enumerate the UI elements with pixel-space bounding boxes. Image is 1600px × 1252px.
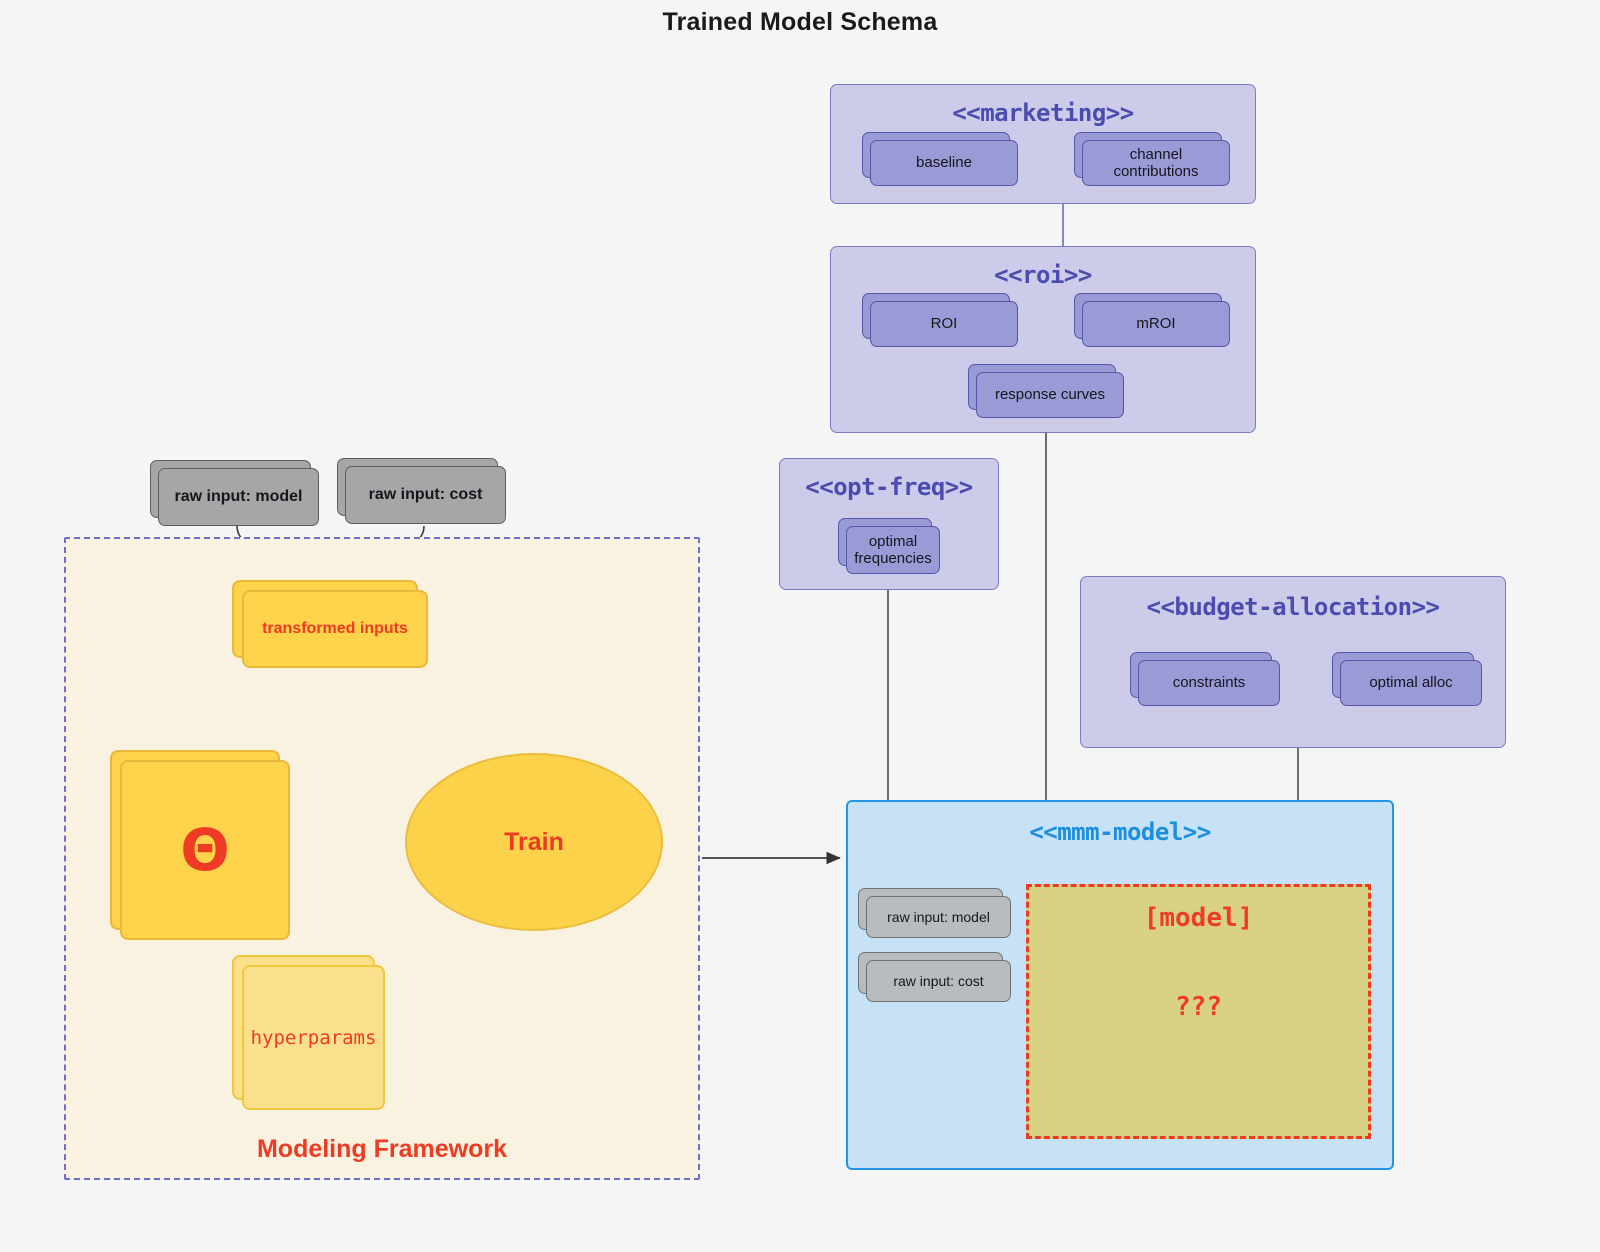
card-mmm-raw-input-cost[interactable]: raw input: cost bbox=[858, 952, 1011, 1002]
card-response-curves-label: response curves bbox=[976, 372, 1124, 418]
package-roi-title: <<roi>> bbox=[994, 261, 1092, 289]
card-optimal-frequencies[interactable]: optimal frequencies bbox=[838, 518, 940, 574]
package-marketing-title: <<marketing>> bbox=[952, 99, 1134, 127]
card-channel-contributions[interactable]: channel contributions bbox=[1074, 132, 1230, 186]
card-optimal-alloc[interactable]: optimal alloc bbox=[1332, 652, 1482, 706]
card-mmm-raw-input-cost-label: raw input: cost bbox=[866, 960, 1011, 1002]
card-hyperparams[interactable]: hyperparams bbox=[232, 955, 385, 1110]
card-baseline[interactable]: baseline bbox=[862, 132, 1018, 186]
card-transformed-inputs-label: transformed inputs bbox=[242, 590, 428, 668]
model-placeholder-title: [model] bbox=[1143, 903, 1254, 933]
package-mmm-model-title: <<mmm-model>> bbox=[1029, 818, 1211, 846]
card-transformed-inputs[interactable]: transformed inputs bbox=[232, 580, 428, 668]
card-raw-input-model-label: raw input: model bbox=[158, 468, 319, 526]
card-mmm-raw-input-model-label: raw input: model bbox=[866, 896, 1011, 938]
card-baseline-label: baseline bbox=[870, 140, 1018, 186]
card-channel-contributions-label: channel contributions bbox=[1082, 140, 1230, 186]
modeling-framework-label: Modeling Framework bbox=[256, 1135, 508, 1163]
card-raw-input-model[interactable]: raw input: model bbox=[150, 460, 319, 526]
card-hyperparams-label: hyperparams bbox=[242, 965, 385, 1110]
card-mmm-raw-input-model[interactable]: raw input: model bbox=[858, 888, 1011, 938]
card-theta[interactable]: Θ bbox=[110, 750, 290, 940]
model-placeholder-box[interactable]: [model] ??? bbox=[1026, 884, 1371, 1139]
card-mroi[interactable]: mROI bbox=[1074, 293, 1230, 347]
page-title: Trained Model Schema bbox=[662, 8, 938, 36]
model-placeholder-body: ??? bbox=[1175, 992, 1222, 1022]
card-response-curves[interactable]: response curves bbox=[968, 364, 1124, 418]
card-mroi-label: mROI bbox=[1082, 301, 1230, 347]
card-roi-label: ROI bbox=[870, 301, 1018, 347]
card-optimal-alloc-label: optimal alloc bbox=[1340, 660, 1482, 706]
train-node-label: Train bbox=[504, 827, 564, 856]
train-node[interactable]: Train bbox=[405, 753, 663, 931]
card-raw-input-cost[interactable]: raw input: cost bbox=[337, 458, 506, 524]
package-opt-freq-title: <<opt-freq>> bbox=[805, 473, 973, 501]
card-constraints[interactable]: constraints bbox=[1130, 652, 1280, 706]
card-optimal-frequencies-label: optimal frequencies bbox=[846, 526, 940, 574]
card-raw-input-cost-label: raw input: cost bbox=[345, 466, 506, 524]
package-budget-allocation-title: <<budget-allocation>> bbox=[1146, 593, 1440, 621]
card-constraints-label: constraints bbox=[1138, 660, 1280, 706]
card-roi[interactable]: ROI bbox=[862, 293, 1018, 347]
card-theta-label: Θ bbox=[120, 760, 290, 940]
